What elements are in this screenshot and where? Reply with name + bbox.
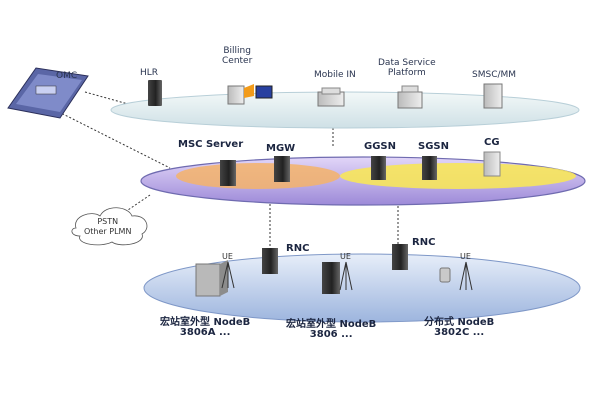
mgw-label: MGW	[266, 143, 296, 154]
data-service-label: Data Service Platform	[378, 58, 436, 78]
mobile-in-label: Mobile IN	[314, 70, 356, 80]
ps-domain-zone	[340, 163, 576, 189]
rnc-1-icon[interactable]	[262, 248, 278, 274]
ggsn-label: GGSN	[364, 141, 396, 152]
nodeb-1-icon[interactable]	[195, 260, 228, 297]
ue-label-1: UE	[222, 252, 233, 261]
service-layer-plane	[110, 91, 580, 129]
sgsn-label: SGSN	[418, 141, 449, 152]
smsc-cabinet-icon[interactable]	[483, 83, 503, 109]
ggsn-icon[interactable]	[371, 156, 386, 180]
msc-server-icon[interactable]	[220, 160, 236, 186]
mgw-icon[interactable]	[274, 156, 290, 182]
pstn-link	[127, 194, 151, 211]
hlr-icon[interactable]	[148, 80, 162, 106]
pstn-cloud-icon[interactable]	[71, 207, 148, 246]
rnc-1-label: RNC	[286, 243, 310, 254]
msc-server-label: MSC Server	[178, 139, 244, 150]
mobile-in-icon[interactable]	[317, 87, 345, 107]
nodeb-3-label: 分布式 NodeB 3802C ...	[424, 317, 495, 338]
nodeb-1-label: 宏站室外型 NodeB 3806A ...	[160, 317, 251, 338]
cs-domain-zone	[176, 163, 340, 189]
data-service-icon[interactable]	[397, 85, 423, 109]
cg-cabinet-icon[interactable]	[483, 151, 501, 177]
nodeb-3-icon[interactable]	[439, 267, 451, 283]
billing-workstation-icon[interactable]	[227, 84, 273, 105]
omc-label: OMC	[56, 71, 78, 81]
pstn-label: PSTN Other PLMN	[84, 217, 132, 236]
billing-label: Billing Center	[222, 46, 253, 66]
omc-to-top-link	[84, 91, 129, 105]
cg-label: CG	[484, 137, 500, 148]
hlr-label: HLR	[140, 68, 159, 78]
ue-label-3: UE	[460, 252, 471, 261]
ue-label-2: UE	[340, 252, 351, 261]
nodeb-2-label: 宏站室外型 NodeB 3806 ...	[286, 319, 377, 340]
sgsn-icon[interactable]	[422, 156, 437, 180]
rnc-2-icon[interactable]	[392, 244, 408, 270]
nodeb-2-icon[interactable]	[322, 262, 340, 294]
antenna-3-icon	[459, 261, 473, 291]
omc-console-icon[interactable]	[7, 67, 89, 119]
omc-to-core-link	[54, 109, 171, 169]
smsc-label: SMSC/MM	[472, 70, 517, 80]
access-layer-plane	[143, 253, 581, 323]
rnc-2-label: RNC	[412, 237, 436, 248]
antenna-2-icon	[339, 261, 353, 291]
antenna-1-icon	[221, 261, 235, 289]
